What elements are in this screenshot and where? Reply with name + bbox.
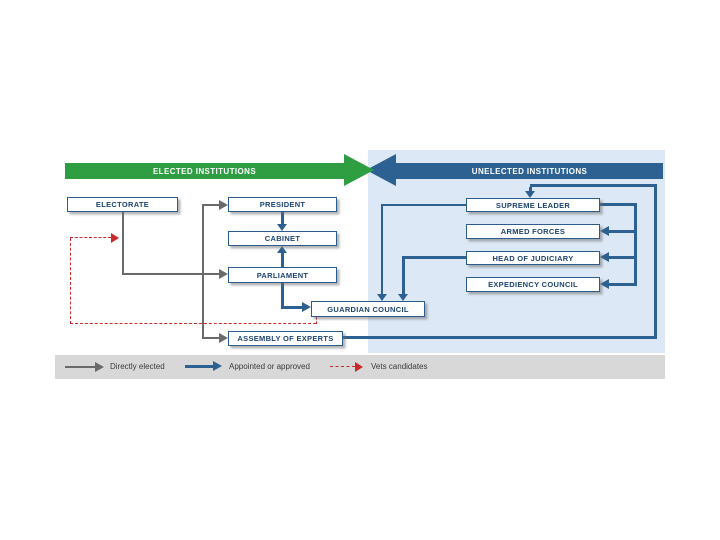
node-armed-forces-label: ARMED FORCES xyxy=(500,227,566,236)
edge-supreme-right-v xyxy=(634,203,637,286)
edge-parliament-guardian-h xyxy=(281,306,302,309)
node-assembly-of-experts: ASSEMBLY OF EXPERTS xyxy=(228,331,343,346)
edge-electorate-parliament xyxy=(122,273,219,275)
edge-branch-expediency xyxy=(609,283,635,286)
edge-assembly-supreme-v2 xyxy=(529,187,532,192)
edge-branch-judiciary xyxy=(609,256,635,259)
node-expediency-council-label: EXPEDIENCY COUNCIL xyxy=(488,280,578,289)
legend-blue-line xyxy=(185,365,213,368)
legend-appointed-label: Appointed or approved xyxy=(229,362,310,371)
elected-banner-label: ELECTED INSTITUTIONS xyxy=(152,166,257,176)
legend-red-dashed-line xyxy=(330,366,355,367)
legend-vets-arrow-icon xyxy=(355,362,363,372)
node-head-of-judiciary: HEAD OF JUDICIARY xyxy=(466,251,600,265)
edge-supreme-right-h xyxy=(600,203,637,206)
elected-banner-arrowhead-icon xyxy=(344,154,374,186)
node-armed-forces: ARMED FORCES xyxy=(466,224,600,239)
node-electorate-label: ELECTORATE xyxy=(95,200,150,209)
legend-gray-line xyxy=(65,366,95,368)
edge-president-cabinet xyxy=(281,212,284,224)
legend-appointed-arrow-icon xyxy=(213,361,222,371)
edge-branch-armed-forces xyxy=(609,230,635,233)
edge-vets-v1 xyxy=(316,317,317,324)
arrowhead-guardian-top1-icon xyxy=(377,294,387,301)
edge-supreme-guardian-v xyxy=(381,204,383,294)
node-president-label: PRESIDENT xyxy=(259,200,306,209)
arrowhead-expediency-icon xyxy=(600,279,609,289)
edge-elected-branch-vertical xyxy=(202,204,204,339)
unelected-banner-label: UNELECTED INSTITUTIONS xyxy=(471,166,588,176)
node-assembly-of-experts-label: ASSEMBLY OF EXPERTS xyxy=(237,334,334,343)
legend-directly-elected-arrow-icon xyxy=(95,362,104,372)
legend-vets-label: Vets candidates xyxy=(371,362,428,371)
edge-judiciary-guardian-v xyxy=(402,256,405,294)
edge-electorate-down xyxy=(122,212,124,274)
node-cabinet-label: CABINET xyxy=(264,234,301,243)
legend-directly-elected-label: Directly elected xyxy=(110,362,165,371)
edge-vets-v2 xyxy=(70,238,71,324)
arrowhead-armed-forces-icon xyxy=(600,226,609,236)
node-expediency-council: EXPEDIENCY COUNCIL xyxy=(466,277,600,292)
edge-assembly-supreme-h2 xyxy=(530,184,657,187)
edge-assembly-supreme-h1 xyxy=(343,336,657,339)
arrowhead-supreme-leader-icon xyxy=(525,191,535,198)
arrowhead-judiciary-icon xyxy=(600,252,609,262)
arrowhead-guardian-top2-icon xyxy=(398,294,408,301)
arrowhead-cabinet-down-icon xyxy=(277,224,287,231)
arrowhead-president-icon xyxy=(219,200,228,210)
edge-to-president xyxy=(202,204,219,206)
arrowhead-cabinet-up-icon xyxy=(277,246,287,253)
edge-judiciary-guardian-h xyxy=(403,256,466,259)
edge-to-assembly xyxy=(202,337,219,339)
node-head-of-judiciary-label: HEAD OF JUDICIARY xyxy=(492,253,574,263)
node-parliament: PARLIAMENT xyxy=(228,267,337,283)
node-cabinet: CABINET xyxy=(228,231,337,246)
node-parliament-label: PARLIAMENT xyxy=(256,270,309,280)
elected-banner: ELECTED INSTITUTIONS xyxy=(65,163,344,179)
edge-assembly-supreme-v1 xyxy=(654,184,657,339)
node-president: PRESIDENT xyxy=(228,197,337,212)
edge-vets-h1 xyxy=(70,323,316,324)
unelected-banner: UNELECTED INSTITUTIONS xyxy=(396,163,663,179)
legend-bar: Directly elected Appointed or approved V… xyxy=(55,355,665,379)
edge-parliament-guardian-v xyxy=(281,283,284,308)
edge-vets-h2 xyxy=(70,237,111,238)
node-guardian-council-label: GUARDIAN COUNCIL xyxy=(327,304,409,314)
node-supreme-leader-label: SUPREME LEADER xyxy=(495,200,571,210)
node-guardian-council: GUARDIAN COUNCIL xyxy=(311,301,425,317)
arrowhead-vets-icon xyxy=(111,233,119,243)
edge-supreme-guardian-h xyxy=(382,204,466,206)
edge-parliament-cabinet xyxy=(281,253,284,267)
arrowhead-guardian-left-icon xyxy=(302,302,311,312)
arrowhead-parliament-icon xyxy=(219,269,228,279)
node-supreme-leader: SUPREME LEADER xyxy=(466,198,600,212)
node-electorate: ELECTORATE xyxy=(67,197,178,212)
arrowhead-assembly-icon xyxy=(219,333,228,343)
